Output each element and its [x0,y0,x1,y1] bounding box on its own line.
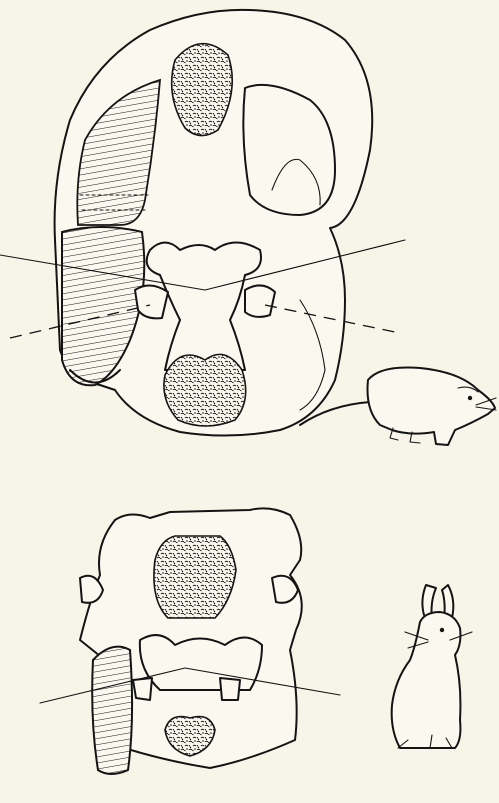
upper-occipital [164,354,246,426]
lower-foramen [154,536,236,618]
upper-skull [0,10,405,436]
lower-incisor [92,647,132,774]
lower-palate [140,635,262,690]
lower-skull [40,508,340,774]
upper-left-condyle [135,285,168,318]
lower-right-condyle [220,678,240,700]
upper-right-condyle [245,285,275,316]
lower-left-condyle [133,678,152,700]
rabbit-icon [392,585,472,748]
